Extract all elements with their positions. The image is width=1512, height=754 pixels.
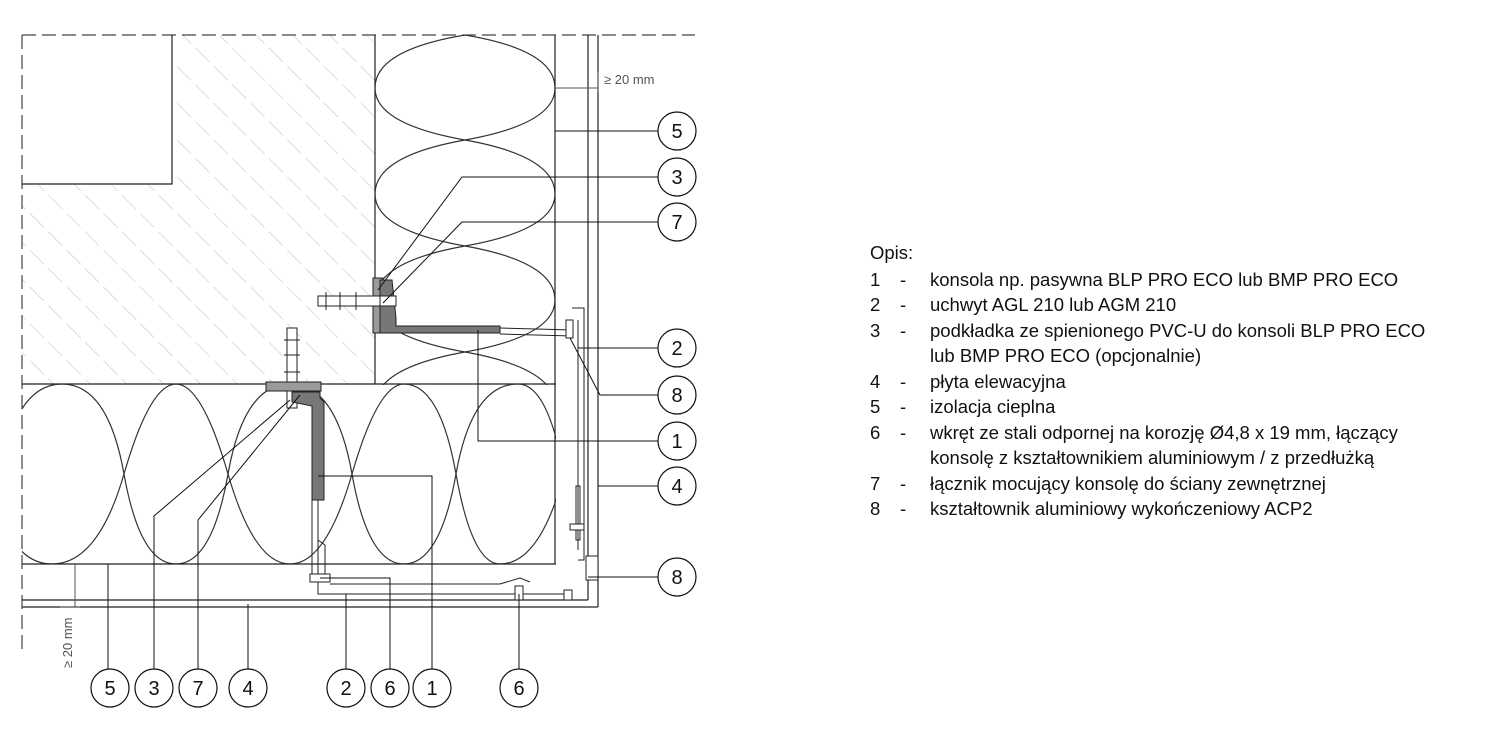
svg-text:6: 6 xyxy=(384,678,395,700)
callout-right-3: 3 xyxy=(657,157,697,197)
svg-text:4: 4 xyxy=(671,476,682,498)
callout-bottom-2: 2 xyxy=(326,668,366,708)
legend-item-text: łącznik mocujący konsolę do ściany zewnę… xyxy=(930,472,1326,494)
legend-item-dash: - xyxy=(900,370,907,392)
legend-item-text: konsolę z kształtownikiem aluminiowym / … xyxy=(930,447,1375,468)
callouts-right: 5 3 7 2 8 1 4 8 xyxy=(657,111,697,597)
insulation-right xyxy=(375,35,555,385)
svg-text:7: 7 xyxy=(671,212,682,234)
svg-text:5: 5 xyxy=(671,121,682,143)
legend-item-dash: - xyxy=(900,421,907,443)
svg-text:6: 6 xyxy=(513,678,524,700)
legend-item-text: wkręt ze stali odpornej na korozję Ø4,8 … xyxy=(930,421,1398,443)
legend-item-text: lub BMP PRO ECO (opcjonalnie) xyxy=(930,345,1202,366)
legend-item-number: 5 xyxy=(870,396,881,417)
legend-item-text: podkładka ze spienionego PVC-U do konsol… xyxy=(930,319,1426,341)
legend-item: lub BMP PRO ECO (opcjonalnie) xyxy=(870,343,1510,369)
legend-item-number: 8 xyxy=(870,498,881,519)
svg-text:2: 2 xyxy=(340,678,351,700)
legend-item-number: 3 xyxy=(870,319,881,341)
svg-text:5: 5 xyxy=(104,678,115,700)
legend-item-number: 6 xyxy=(870,421,881,443)
svg-text:7: 7 xyxy=(192,678,203,700)
legend-item-text: kształtownik aluminiowy wykończeniowy AC… xyxy=(930,498,1313,519)
dimension-bottom-label: ≥ 20 mm xyxy=(60,618,75,668)
legend-item-text: płyta elewacyjna xyxy=(930,370,1066,392)
svg-text:8: 8 xyxy=(671,385,682,407)
legend-items: 1-konsola np. pasywna BLP PRO ECO lub BM… xyxy=(870,267,1510,522)
legend-title: Opis: xyxy=(870,242,914,263)
legend-item-text: konsola np. pasywna BLP PRO ECO lub BMP … xyxy=(930,268,1399,290)
callout-right-2: 2 xyxy=(657,328,697,368)
legend-item-number: 1 xyxy=(870,268,881,290)
callout-right-8a: 8 xyxy=(657,375,697,415)
legend-item: 6- wkręt ze stali odpornej na korozję Ø4,… xyxy=(870,420,1510,446)
legend-item-dash: - xyxy=(900,396,907,417)
legend-item-number xyxy=(870,343,900,369)
callout-bottom-1: 1 xyxy=(412,668,452,708)
svg-text:8: 8 xyxy=(671,567,682,589)
legend-item: 1- konsola np. pasywna BLP PRO ECO lub BM… xyxy=(870,267,1510,293)
legend-item: 8- kształtownik aluminiowy wykończeniowy … xyxy=(870,496,1510,522)
callout-right-4: 4 xyxy=(657,466,697,506)
corner-profile xyxy=(569,485,599,581)
legend-item: 5- izolacja cieplna xyxy=(870,394,1510,420)
svg-text:4: 4 xyxy=(242,678,253,700)
legend-item: konsolę z kształtownikiem aluminiowym / … xyxy=(870,445,1510,471)
callouts-bottom: 5 3 7 4 2 6 1 6 xyxy=(90,668,539,708)
top-bracket-assembly xyxy=(317,277,585,561)
legend-item: 2- uchwyt AGL 210 lub AGM 210 xyxy=(870,292,1510,318)
legend-item-text: uchwyt AGL 210 lub AGM 210 xyxy=(930,294,1177,315)
svg-text:1: 1 xyxy=(426,678,437,700)
leader-lines xyxy=(107,130,658,674)
legend-item: 3- podkładka ze spienionego PVC-U do kons… xyxy=(870,318,1510,344)
legend-item-dash: - xyxy=(900,268,907,290)
legend-item-text: izolacja cieplna xyxy=(930,396,1056,417)
callout-bottom-3: 3 xyxy=(134,668,174,708)
callout-right-5: 5 xyxy=(657,111,697,151)
callout-bottom-4: 4 xyxy=(228,668,268,708)
dimension-bottom: ≥ 20 mm xyxy=(60,564,80,668)
legend-item-number: 2 xyxy=(870,294,881,315)
legend-item-number: 4 xyxy=(870,370,881,392)
facade-panels xyxy=(22,35,599,608)
legend-item-number xyxy=(870,445,900,471)
callout-right-7: 7 xyxy=(657,202,697,242)
callout-bottom-7: 7 xyxy=(178,668,218,708)
svg-text:3: 3 xyxy=(671,167,682,189)
callout-right-8b: 8 xyxy=(657,557,697,597)
legend-item-dash xyxy=(900,445,930,471)
svg-text:1: 1 xyxy=(671,431,682,453)
dimension-top-label: ≥ 20 mm xyxy=(604,72,654,87)
legend-item-dash xyxy=(900,343,930,369)
callout-bottom-5: 5 xyxy=(90,668,130,708)
legend-item: 7- łącznik mocujący konsolę do ściany zew… xyxy=(870,471,1510,497)
svg-text:3: 3 xyxy=(148,678,159,700)
legend: Opis: 1-konsola np. pasywna BLP PRO ECO … xyxy=(870,240,1510,522)
callout-right-1: 1 xyxy=(657,421,697,461)
legend-item-number: 7 xyxy=(870,472,881,494)
legend-item-dash: - xyxy=(900,319,907,341)
insulation-bottom xyxy=(22,384,556,564)
callout-bottom-6a: 6 xyxy=(370,668,410,708)
legend-item-dash: - xyxy=(900,472,907,494)
legend-item-dash: - xyxy=(900,498,907,519)
legend-item-dash: - xyxy=(900,294,907,315)
dimension-top: ≥ 20 mm xyxy=(555,72,654,92)
legend-item: 4- płyta elewacyjna xyxy=(870,369,1510,395)
svg-text:2: 2 xyxy=(671,338,682,360)
callout-bottom-6b: 6 xyxy=(499,668,539,708)
